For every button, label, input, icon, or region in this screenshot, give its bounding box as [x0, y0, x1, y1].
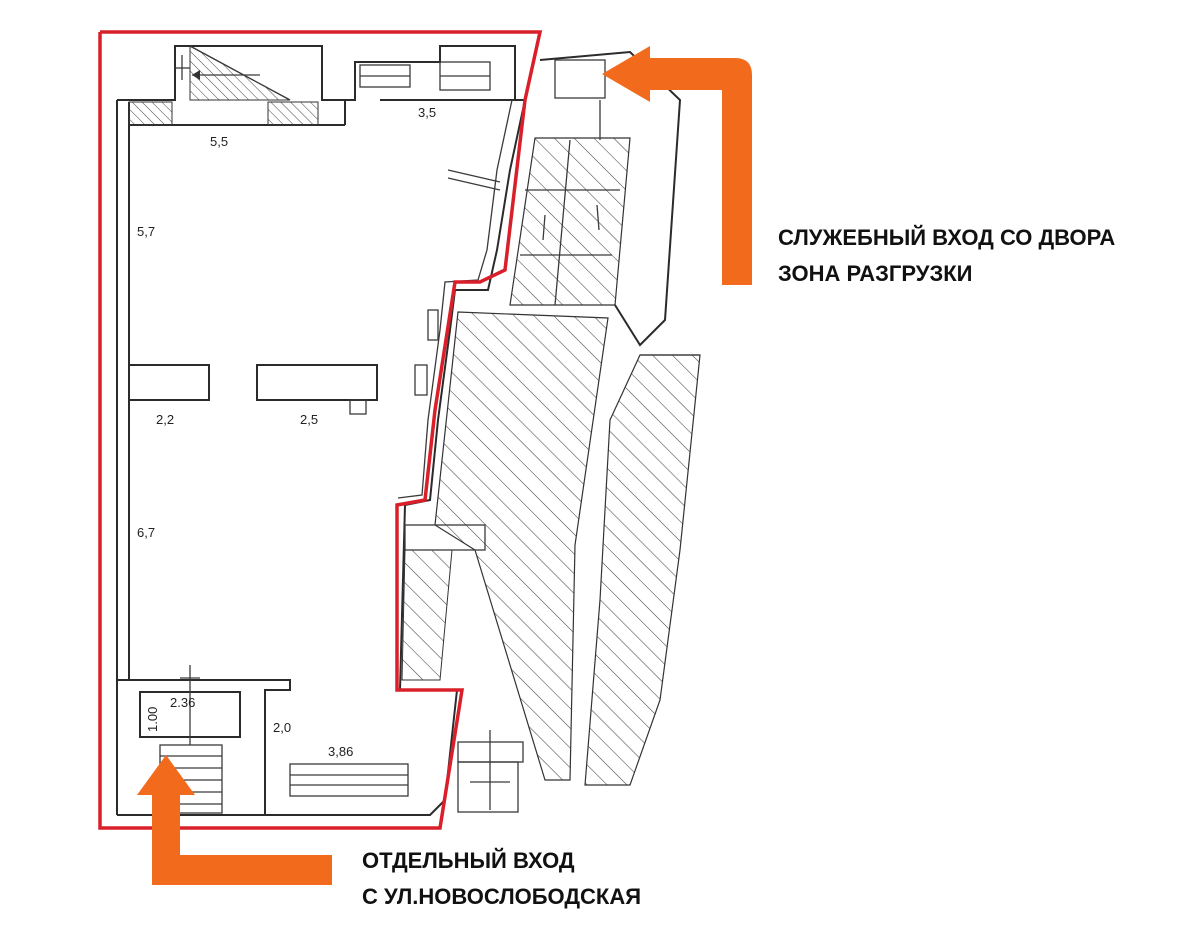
- dim-top-right-width: 3,5: [418, 105, 436, 120]
- separate-entrance-line2: С УЛ.НОВОСЛОБОДСКАЯ: [362, 884, 642, 909]
- adjacent-hatched-block-1: [401, 311, 609, 781]
- top-middle-column: [267, 101, 319, 126]
- bottom-right-stair: [457, 730, 524, 813]
- top-left-column: [128, 101, 173, 126]
- dim-middle-right-width: 2,5: [300, 412, 318, 427]
- separate-entrance-caption: ОТДЕЛЬНЫЙ ВХОД С УЛ.НОВОСЛОБОДСКАЯ: [362, 843, 641, 915]
- top-staircase: [175, 45, 291, 101]
- middle-left-partition: [128, 364, 210, 401]
- service-entrance-line1: СЛУЖЕБНЫЙ ВХОД СО ДВОРА: [778, 225, 1116, 250]
- adjacent-hatched-block-2: [584, 354, 701, 786]
- service-entrance-line2: ЗОНА РАЗГРУЗКИ: [778, 261, 973, 286]
- dim-vestibule-depth: 1.00: [145, 707, 160, 732]
- sink-fixture: [349, 399, 367, 415]
- dim-vestibule-right-height: 2,0: [273, 720, 291, 735]
- dim-bottom-width: 3,86: [328, 744, 353, 759]
- premises-boundary: [98, 30, 543, 830]
- dim-vestibule-width: 2.36: [170, 695, 195, 710]
- dim-top-left-width: 5,5: [210, 134, 228, 149]
- adjacent-staircase-block: [509, 50, 682, 347]
- bent-arrow-up-icon: [137, 755, 332, 885]
- dim-lower-left-height: 6,7: [137, 525, 155, 540]
- service-entrance-caption: СЛУЖЕБНЫЙ ВХОД СО ДВОРА ЗОНА РАЗГРУЗКИ: [778, 220, 1115, 292]
- separate-entrance-line1: ОТДЕЛЬНЫЙ ВХОД: [362, 848, 575, 873]
- dim-middle-left-width: 2,2: [156, 412, 174, 427]
- bent-arrow-down-left-icon: [602, 46, 752, 285]
- middle-right-partition: [256, 364, 378, 401]
- dim-upper-left-height: 5,7: [137, 224, 155, 239]
